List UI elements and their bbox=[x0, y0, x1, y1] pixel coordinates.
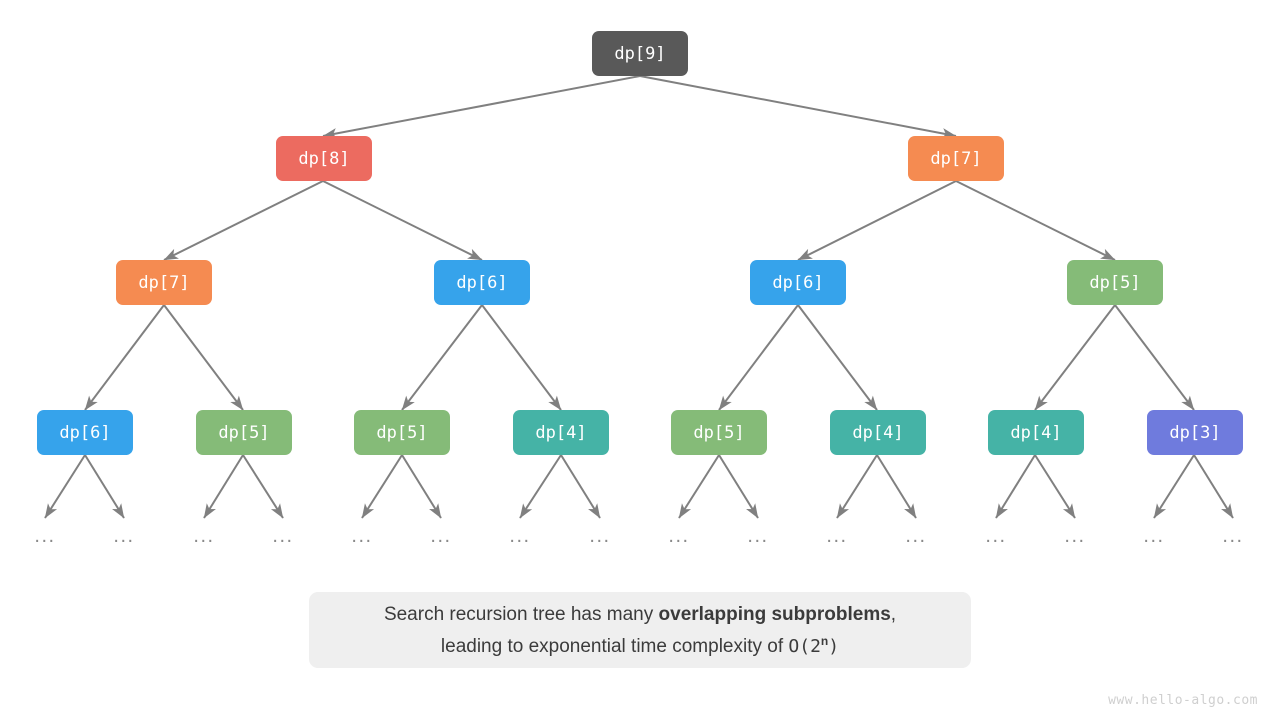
ellipsis-marker: ... bbox=[113, 525, 135, 547]
tree-edge bbox=[1153, 454, 1195, 519]
tree-node[interactable]: dp[5] bbox=[671, 410, 767, 455]
tree-edge bbox=[1034, 304, 1116, 411]
tree-edge bbox=[481, 304, 562, 411]
tree-edge bbox=[361, 454, 403, 519]
tree-edge bbox=[560, 454, 601, 519]
formula-close: ) bbox=[828, 635, 840, 657]
tree-node[interactable]: dp[5] bbox=[1067, 260, 1163, 305]
tree-node[interactable]: dp[4] bbox=[513, 410, 609, 455]
tree-edge bbox=[718, 304, 799, 411]
caption-line1-suffix: , bbox=[890, 603, 897, 625]
tree-node[interactable]: dp[9] bbox=[592, 31, 688, 76]
tree-edge bbox=[639, 75, 957, 139]
formula-exponent: n bbox=[820, 633, 829, 648]
tree-node[interactable]: dp[5] bbox=[354, 410, 450, 455]
ellipsis-marker: ... bbox=[985, 525, 1007, 547]
caption-box: Search recursion tree has many overlappi… bbox=[309, 592, 971, 668]
tree-node[interactable]: dp[4] bbox=[988, 410, 1084, 455]
ellipsis-marker: ... bbox=[272, 525, 294, 547]
tree-edge bbox=[84, 304, 165, 411]
tree-edge bbox=[1193, 454, 1234, 519]
caption-line1-prefix: Search recursion tree has many bbox=[383, 603, 659, 625]
tree-node[interactable]: dp[7] bbox=[116, 260, 212, 305]
tree-edge bbox=[322, 180, 483, 261]
tree-edge bbox=[876, 454, 917, 519]
watermark: www.hello-algo.com bbox=[1108, 693, 1258, 708]
tree-edge bbox=[797, 304, 878, 411]
ellipsis-marker: ... bbox=[1064, 525, 1086, 547]
ellipsis-marker: ... bbox=[193, 525, 215, 547]
ellipsis-marker: ... bbox=[1143, 525, 1165, 547]
ellipsis-marker: ... bbox=[826, 525, 848, 547]
ellipsis-marker: ... bbox=[668, 525, 690, 547]
caption-line-1: Search recursion tree has many overlappi… bbox=[384, 601, 896, 628]
tree-edge bbox=[163, 180, 324, 261]
tree-node[interactable]: dp[6] bbox=[37, 410, 133, 455]
tree-edge bbox=[797, 180, 957, 261]
tree-node[interactable]: dp[7] bbox=[908, 136, 1004, 181]
tree-edge bbox=[718, 454, 759, 519]
tree-edge bbox=[401, 454, 442, 519]
ellipsis-marker: ... bbox=[1222, 525, 1244, 547]
ellipsis-marker: ... bbox=[34, 525, 56, 547]
ellipsis-marker: ... bbox=[351, 525, 373, 547]
tree-edge bbox=[1114, 304, 1195, 411]
formula-open: O(2 bbox=[788, 635, 821, 657]
tree-edge bbox=[401, 304, 483, 411]
caption-line2-prefix: leading to exponential time complexity o… bbox=[440, 635, 789, 657]
tree-node[interactable]: dp[8] bbox=[276, 136, 372, 181]
tree-edge bbox=[995, 454, 1036, 519]
tree-node[interactable]: dp[6] bbox=[434, 260, 530, 305]
tree-node[interactable]: dp[6] bbox=[750, 260, 846, 305]
tree-edge bbox=[678, 454, 720, 519]
tree-edge bbox=[955, 180, 1116, 261]
tree-edge bbox=[242, 454, 284, 519]
caption-line1-bold: overlapping subproblems bbox=[658, 603, 891, 625]
ellipsis-marker: ... bbox=[747, 525, 769, 547]
complexity-formula: O(2n) bbox=[788, 633, 840, 657]
ellipsis-marker: ... bbox=[430, 525, 452, 547]
ellipsis-marker: ... bbox=[905, 525, 927, 547]
tree-edge bbox=[836, 454, 878, 519]
tree-edge bbox=[163, 304, 244, 411]
tree-edge bbox=[84, 454, 125, 519]
caption-line-2: leading to exponential time complexity o… bbox=[441, 628, 839, 660]
tree-node[interactable]: dp[4] bbox=[830, 410, 926, 455]
ellipsis-marker: ... bbox=[509, 525, 531, 547]
tree-edge bbox=[44, 454, 86, 519]
tree-edge bbox=[203, 454, 244, 519]
tree-edge bbox=[1034, 454, 1076, 519]
tree-node[interactable]: dp[3] bbox=[1147, 410, 1243, 455]
tree-edge bbox=[519, 454, 562, 519]
tree-edge bbox=[322, 75, 641, 139]
tree-node[interactable]: dp[5] bbox=[196, 410, 292, 455]
ellipsis-marker: ... bbox=[589, 525, 611, 547]
